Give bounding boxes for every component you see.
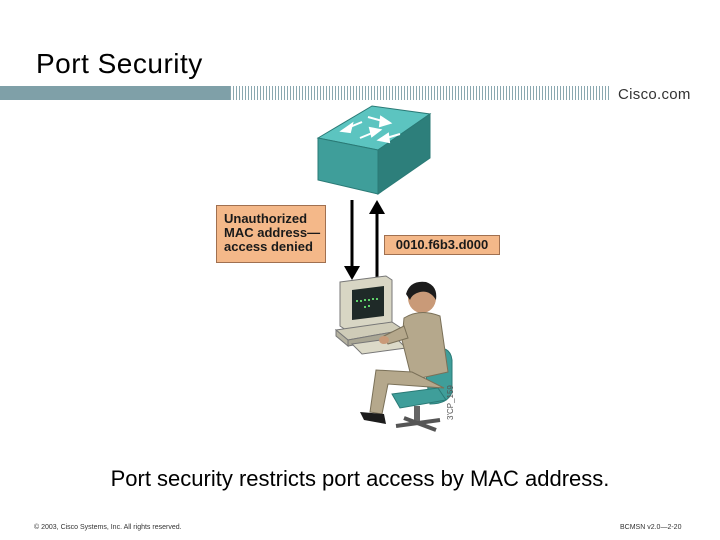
- uplink-arrow: [369, 200, 385, 278]
- callout-line-3: access denied: [224, 239, 313, 254]
- slide-caption: Port security restricts port access by M…: [110, 466, 610, 491]
- header-band-stripes: [230, 86, 610, 100]
- page-title: Port Security: [36, 48, 203, 79]
- copyright-footer: © 2003, Cisco Systems, Inc. All rights r…: [34, 524, 182, 531]
- header-band-solid: [0, 86, 230, 100]
- header-band: [0, 84, 720, 104]
- callout-line-1: Unauthorized: [224, 211, 308, 226]
- callout-line-2: MAC address—: [224, 225, 321, 240]
- downlink-arrow: [344, 200, 360, 280]
- computer-icon: [334, 275, 408, 355]
- course-footer: BCMSN v2.0—2-20: [620, 524, 682, 531]
- unauthorized-callout: Unauthorized MAC address— access denied: [216, 205, 326, 263]
- mac-address-label: 0010.f6b3.d000: [384, 235, 500, 255]
- figure-id: 3'CP_159: [446, 385, 455, 420]
- brand-logo: Cisco.com: [618, 86, 691, 103]
- user-icon: [360, 281, 449, 424]
- switch-icon: [316, 105, 432, 195]
